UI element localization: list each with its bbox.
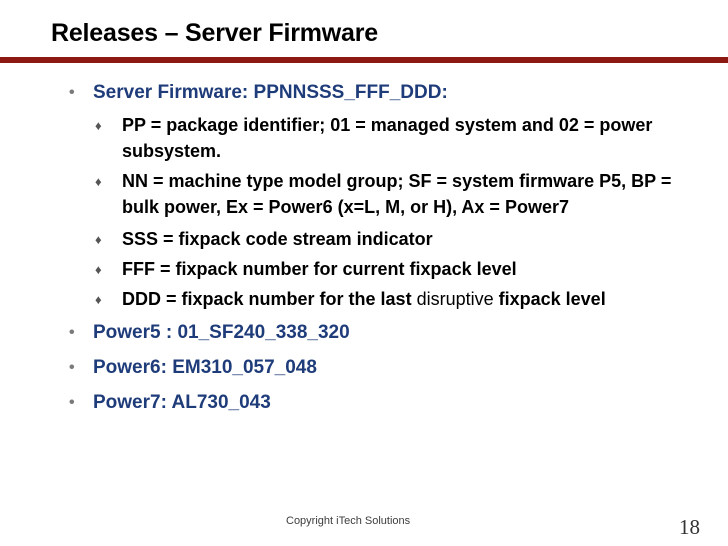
- footer-copyright: Copyright iTech Solutions: [286, 515, 411, 527]
- bullet-text: PP = package identifier; 01 = managed sy…: [122, 115, 653, 161]
- bullet-text: FFF = fixpack number for current fixpack…: [122, 259, 517, 279]
- bullet-item-fff: ♦ FFF = fixpack number for current fixpa…: [0, 256, 728, 282]
- bullet-item-sss: ♦ SSS = fixpack code stream indicator: [0, 226, 728, 252]
- title-divider-rule: [0, 57, 728, 63]
- bullet-text: Server Firmware: PPNNSSS_FFF_DDD:: [93, 82, 448, 103]
- bullet-diamond-icon: ♦: [95, 174, 102, 189]
- bullet-dot-icon: •: [69, 359, 75, 376]
- bullet-text-before: DDD = fixpack number for the last: [122, 289, 417, 309]
- bullet-text: DDD = fixpack number for the last disrup…: [122, 286, 700, 312]
- bullet-text: Power6: EM310_057_048: [93, 357, 317, 378]
- bullet-text-after: fixpack level: [493, 289, 606, 309]
- page-title: Releases – Server Firmware: [51, 19, 378, 47]
- page-number: 18: [679, 515, 700, 539]
- bullet-diamond-icon: ♦: [95, 232, 102, 247]
- bullet-dot-icon: •: [69, 394, 75, 411]
- bullet-text: Power7: AL730_043: [93, 392, 271, 413]
- bullet-item-ddd: ♦ DDD = fixpack number for the last disr…: [0, 286, 728, 312]
- bullet-diamond-icon: ♦: [95, 118, 102, 133]
- bullet-dot-icon: •: [69, 324, 75, 341]
- bullet-diamond-icon: ♦: [95, 262, 102, 277]
- bullet-text: NN = machine type model group; SF = syst…: [122, 171, 672, 217]
- bullet-text: SSS = fixpack code stream indicator: [122, 229, 433, 249]
- bullet-item-power7: • Power7: AL730_043: [0, 386, 728, 419]
- bullet-text-emphasis: disruptive: [416, 289, 494, 309]
- bullet-item-nn: ♦ NN = machine type model group; SF = sy…: [0, 168, 728, 220]
- bullet-item-server-firmware: • Server Firmware: PPNNSSS_FFF_DDD:: [0, 76, 728, 109]
- bullet-diamond-icon: ♦: [95, 292, 102, 307]
- bullet-item-power5: • Power5 : 01_SF240_338_320: [0, 316, 728, 349]
- bullet-item-pp: ♦ PP = package identifier; 01 = managed …: [0, 112, 728, 164]
- bullet-item-power6: • Power6: EM310_057_048: [0, 351, 728, 384]
- bullet-text: Power5 : 01_SF240_338_320: [93, 322, 350, 343]
- bullet-dot-icon: •: [69, 84, 75, 101]
- slide-body: • Server Firmware: PPNNSSS_FFF_DDD: ♦ PP…: [0, 76, 728, 419]
